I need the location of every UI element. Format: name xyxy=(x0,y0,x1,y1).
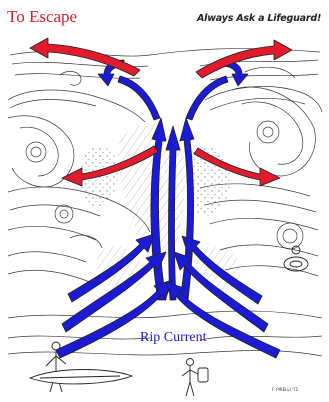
red-arrow-icon xyxy=(196,40,292,78)
blue-arrow-icon xyxy=(186,76,228,120)
red-arrow-icon xyxy=(30,38,140,76)
rip-current-label: Rip Current xyxy=(140,331,207,345)
artist-signature: F. PIRELLI '71 xyxy=(272,388,298,392)
surfer-icon xyxy=(30,342,132,392)
lifeguard-icon xyxy=(182,359,208,397)
lifeguard-label: Always Ask a Lifeguard! xyxy=(197,14,321,24)
swimmer-icon xyxy=(284,246,308,271)
blue-arrow-icon xyxy=(118,76,160,120)
escape-label: To Escape xyxy=(7,8,77,25)
